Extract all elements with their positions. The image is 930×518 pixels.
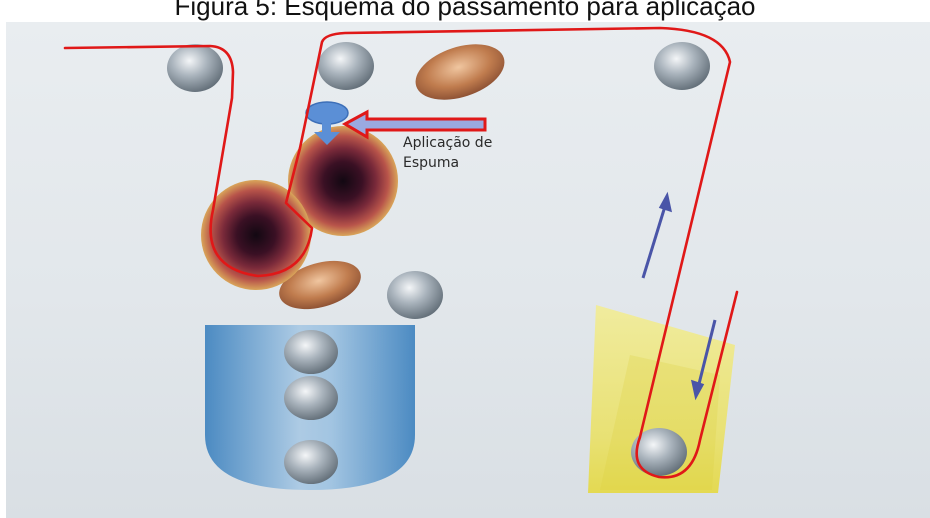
steel-roller-icon: [167, 44, 223, 92]
steel-roller-icon: [387, 271, 443, 319]
steel-roller-icon: [318, 42, 374, 90]
steel-roller-icon: [284, 376, 338, 420]
annotation-line-1: Aplicação de: [403, 133, 492, 153]
annotation-line-2: Espuma: [403, 153, 492, 173]
foam-application-label: Aplicação de Espuma: [403, 133, 492, 173]
foam-roller-icon: [201, 180, 311, 290]
brown-roller: [409, 34, 512, 110]
steel-roller-icon: [654, 42, 710, 90]
steel-roller-icon: [284, 440, 338, 484]
steel-roller-icon: [284, 330, 338, 374]
direction-arrow-icon: [643, 196, 670, 278]
